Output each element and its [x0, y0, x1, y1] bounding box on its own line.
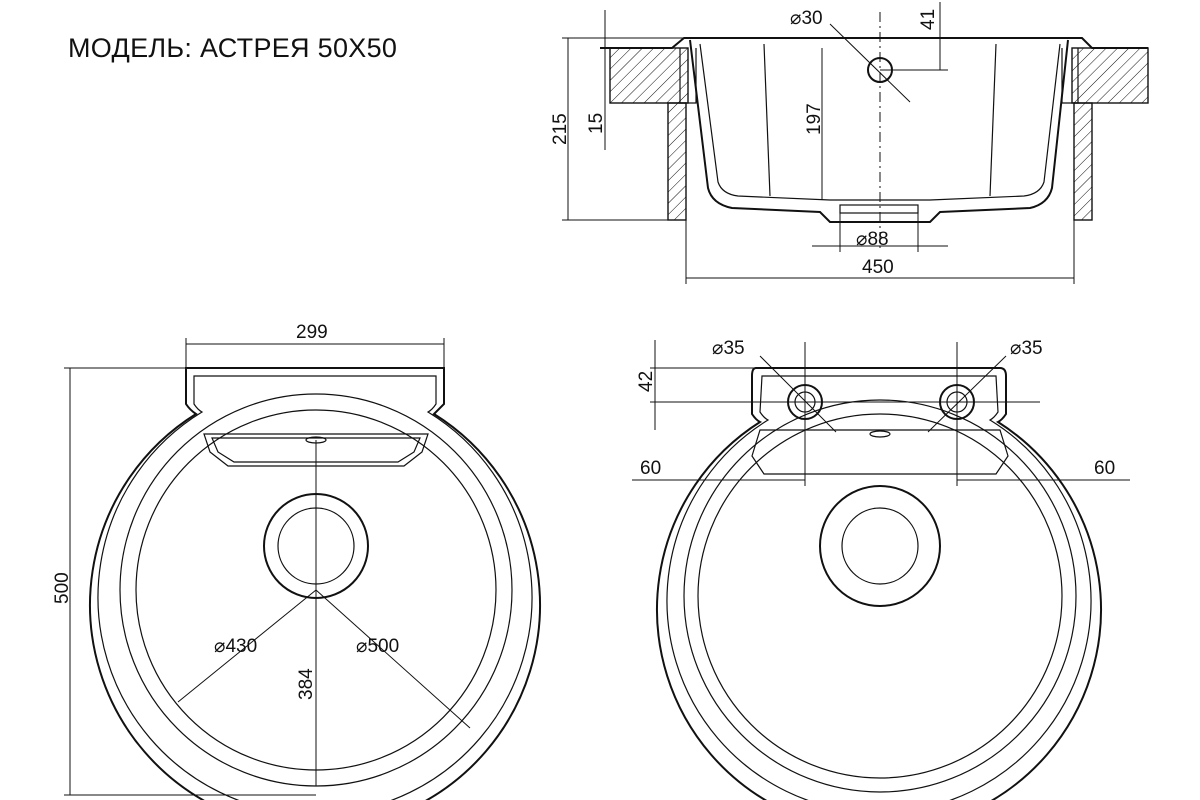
- dim41-label: 41: [918, 9, 939, 30]
- dim60-right-label: 60: [1094, 458, 1115, 479]
- rim-lip-left: [679, 48, 697, 104]
- holes-drain-outer: [819, 485, 941, 607]
- dim88-label: ⌀88: [856, 229, 889, 250]
- shelf-cutout-inner: [211, 437, 421, 463]
- drain-section: [839, 204, 919, 214]
- dia430-label: ⌀430: [214, 636, 257, 657]
- dia500-leader: [315, 589, 471, 729]
- rim-lip-right: [1061, 48, 1079, 104]
- dim299-label: 299: [296, 322, 328, 343]
- holes-drain-inner: [841, 507, 919, 585]
- dim60-left-label: 60: [640, 458, 661, 479]
- top-view: 299 500 384 ⌀430 ⌀500: [52, 322, 541, 800]
- holes-overflow: [869, 430, 891, 438]
- sink-rim: [600, 37, 1148, 49]
- dim15-label: 15: [586, 113, 607, 134]
- section-view: ⌀30 41 215 15 197 ⌀88 450: [550, 2, 1149, 284]
- cabinet-wall-left: [667, 102, 687, 221]
- dia30-label: ⌀30: [790, 8, 823, 29]
- countertop-left: [609, 47, 689, 104]
- holes-shelf: [751, 429, 1009, 475]
- holes-rim-inner: [666, 375, 1092, 800]
- dia430-leader: [177, 589, 317, 703]
- holes-bowl-inner: [697, 413, 1063, 779]
- cabinet-wall-right: [1073, 102, 1093, 221]
- dia500-label: ⌀500: [356, 636, 399, 657]
- dim500-label: 500: [52, 572, 73, 604]
- holes-view: 42 ⌀35 ⌀35 60 60: [632, 338, 1130, 800]
- dim384-label: 384: [296, 668, 317, 700]
- model-title: МОДЕЛЬ: АСТРЕЯ 50X50: [68, 33, 398, 63]
- dia35-left-leader: [759, 355, 837, 433]
- bowl-outer: [689, 39, 1069, 223]
- bowl-edge-right: [989, 43, 997, 197]
- dim42-label: 42: [636, 371, 657, 392]
- dim450-label: 450: [862, 257, 894, 278]
- dia35-right-label: ⌀35: [1010, 338, 1043, 359]
- holes-outline: [656, 367, 1102, 800]
- shelf-cutout: [203, 433, 429, 467]
- dia35-right-leader: [927, 355, 1007, 433]
- dim215-label: 215: [550, 113, 571, 145]
- sink-rim-inner: [97, 375, 533, 800]
- countertop-right: [1071, 47, 1149, 104]
- dia30-leader: [829, 23, 911, 103]
- dim197-label: 197: [804, 103, 825, 135]
- sink-outline: [89, 367, 541, 800]
- dia35-left-label: ⌀35: [712, 338, 745, 359]
- holes-bowl-outer: [683, 399, 1077, 793]
- bowl-edge-left: [763, 43, 771, 197]
